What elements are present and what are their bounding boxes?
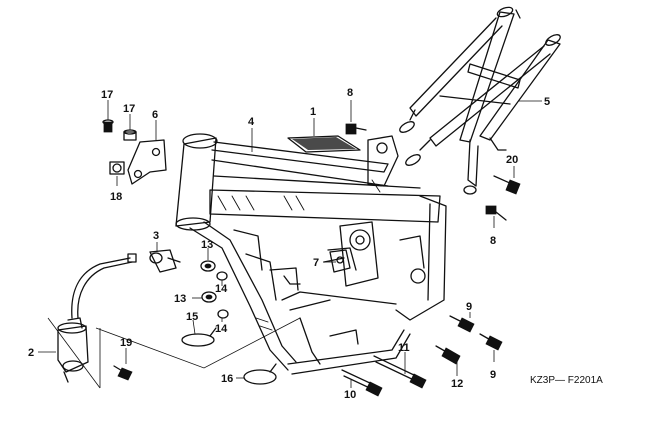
plate-part-7 xyxy=(329,249,351,273)
callout-13-upper: 13 xyxy=(201,239,213,251)
callout-14-upper: 14 xyxy=(215,283,228,295)
callout-8-top: 8 xyxy=(347,87,353,99)
bolt-part-20 xyxy=(493,175,521,195)
main-frame-part xyxy=(175,133,447,375)
callout-8-bottom: 8 xyxy=(490,235,496,247)
callout-6: 6 xyxy=(152,109,158,121)
bolt-part-12 xyxy=(435,345,461,365)
nut-part-13a xyxy=(200,260,216,272)
callout-12: 12 xyxy=(451,378,463,390)
callout-17-right: 17 xyxy=(123,103,135,115)
plate-part-1 xyxy=(287,135,361,153)
callout-3: 3 xyxy=(153,230,159,242)
bolt-part-9b xyxy=(479,333,503,351)
callout-2: 2 xyxy=(28,347,34,359)
callout-19: 19 xyxy=(120,337,132,349)
callout-13-lower: 13 xyxy=(174,293,186,305)
diagram-code: KZ3P— F2201A xyxy=(530,375,603,386)
nut-part-18 xyxy=(109,161,125,175)
callout-9-lower: 9 xyxy=(490,369,496,381)
callout-labels: 1 2 3 4 5 6 7 8 8 9 9 10 11 12 13 13 14 … xyxy=(28,87,603,401)
bolt-part-9a xyxy=(449,315,475,333)
callout-18: 18 xyxy=(110,191,122,203)
callout-9-upper: 9 xyxy=(466,301,472,313)
bolt-part-19 xyxy=(113,365,133,381)
bolt-part-8a xyxy=(345,123,367,135)
rear-subframe-part xyxy=(399,6,561,195)
bolt-part-17a xyxy=(102,119,114,133)
nut-part-13b xyxy=(201,291,217,303)
bolt-part-11 xyxy=(373,355,427,389)
callout-4: 4 xyxy=(248,116,255,128)
callout-15: 15 xyxy=(186,311,198,323)
callout-16: 16 xyxy=(221,373,233,385)
bolt-part-8b xyxy=(485,205,507,221)
washer-part-14b xyxy=(217,309,229,319)
band-part-16 xyxy=(243,363,277,385)
callout-20: 20 xyxy=(506,154,518,166)
nipple-part-3 xyxy=(149,249,181,273)
bracket-part-6 xyxy=(127,139,167,185)
band-part-15 xyxy=(181,327,217,347)
leader-lines xyxy=(38,100,542,389)
callout-5: 5 xyxy=(544,96,550,108)
washer-part-14a xyxy=(216,271,228,281)
nut-part-17b xyxy=(123,129,137,141)
reservoir-part-2 xyxy=(57,253,137,383)
callout-7: 7 xyxy=(313,257,319,269)
callout-14-lower: 14 xyxy=(215,323,228,335)
bolt-part-10 xyxy=(341,369,383,397)
callout-11: 11 xyxy=(398,342,410,354)
callout-10: 10 xyxy=(344,389,356,401)
callout-17-left: 17 xyxy=(101,89,113,101)
callout-1: 1 xyxy=(310,106,316,118)
